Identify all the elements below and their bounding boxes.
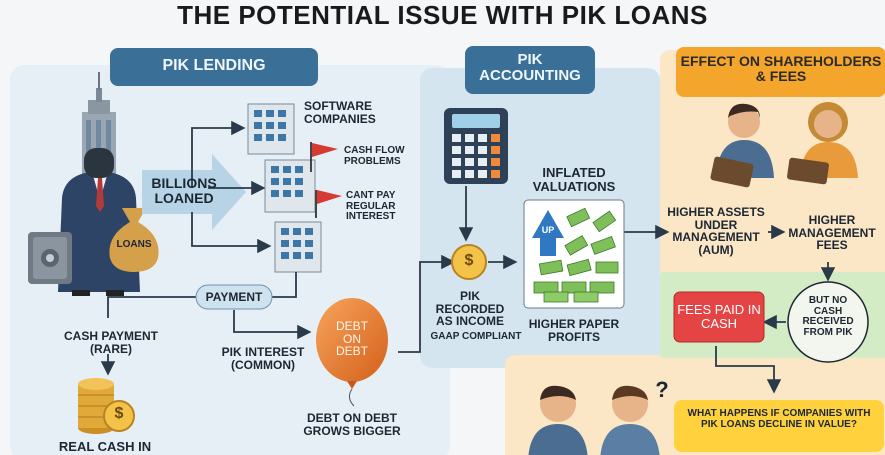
software-company-building-icon <box>247 103 295 155</box>
billions-loaned-arrow <box>142 154 246 230</box>
lending-section-title: PIK LENDING <box>162 57 266 74</box>
effect-section-title: EFFECT ON SHAREHOLDERS & FEES <box>680 53 882 84</box>
shareholder-woman-icon <box>787 102 858 185</box>
cash-bills-icon <box>533 207 619 303</box>
pik-coin-icon <box>451 244 487 280</box>
shareholder-man-icon <box>710 103 774 188</box>
balloon-label: DEBT ON DEBT <box>335 319 368 359</box>
gaap-compliant-label: GAAP COMPLIANT <box>430 331 522 342</box>
loans-money-bag-icon <box>109 208 159 272</box>
payment-pill <box>195 284 273 310</box>
up-label: UP <box>541 225 555 235</box>
higher-management-fees-label: HIGHER MANAGEMENT FEES <box>788 213 876 253</box>
red-flag-icon <box>315 190 342 218</box>
cant-pay-company-building-icon <box>274 221 322 273</box>
up-arrow-icon <box>532 210 564 256</box>
cash-payment-label: CASH PAYMENT (RARE) <box>63 329 158 356</box>
cash-flow-company-building-icon <box>264 159 316 213</box>
pik-recorded-label: PIK RECORDED AS INCOME <box>435 289 505 329</box>
pik-interest-label: PIK INTEREST (COMMON) <box>221 345 305 372</box>
no-cash-received-circle <box>787 281 869 363</box>
worried-investor-icon <box>600 385 660 455</box>
fees-paid-in-cash-box <box>673 291 765 343</box>
safe-icon <box>28 232 72 284</box>
effect-header-box <box>676 47 885 97</box>
payment-label: PAYMENT <box>205 290 263 304</box>
real-cash-in-label: REAL CASH IN <box>58 439 152 454</box>
what-happens-label: WHAT HAPPENS IF COMPANIES WITH PIK LOANS… <box>687 408 871 430</box>
pik-coin-dollar-symbol: $ <box>464 252 474 269</box>
red-flag-icon <box>310 142 338 172</box>
cant-pay-label: CANT PAY REGULAR INTEREST <box>346 190 396 222</box>
higher-paper-profits-label: HIGHER PAPER PROFITS <box>528 317 620 344</box>
question-mark-label: ? <box>655 377 669 402</box>
lending-flow-arrows <box>100 120 836 394</box>
calculator-icon <box>444 108 508 184</box>
debt-grows-label: DEBT ON DEBT GROWS BIGGER <box>303 411 401 438</box>
software-companies-label: SOFTWARE COMPANIES <box>304 99 376 126</box>
lending-header-box <box>110 48 318 86</box>
billions-loaned-label: BILLIONS LOANED <box>151 175 217 206</box>
worried-investor-icon <box>528 385 588 455</box>
loans-bag-label: LOANS <box>116 239 152 250</box>
what-happens-box <box>674 400 884 452</box>
inflated-valuations-label: INFLATED VALUATIONS <box>532 165 616 194</box>
accounting-header-box <box>465 46 595 94</box>
coin-dollar-symbol: $ <box>114 405 124 422</box>
debt-balloon-icon <box>316 298 388 407</box>
coin-stack-icon <box>78 378 135 434</box>
no-cash-received-label: BUT NO CASH RECEIVED FROM PIK <box>802 295 854 338</box>
page-title: THE POTENTIAL ISSUE WITH PIK LOANS <box>177 0 708 30</box>
higher-aum-label: HIGHER ASSETS UNDER MANAGEMENT (AUM) <box>667 205 765 257</box>
accounting-section-title: PIK ACCOUNTING <box>479 51 581 84</box>
cash-flow-problems-label: CASH FLOW PROBLEMS <box>344 145 405 167</box>
fees-paid-in-cash-label: FEES PAID IN CASH <box>677 302 761 331</box>
